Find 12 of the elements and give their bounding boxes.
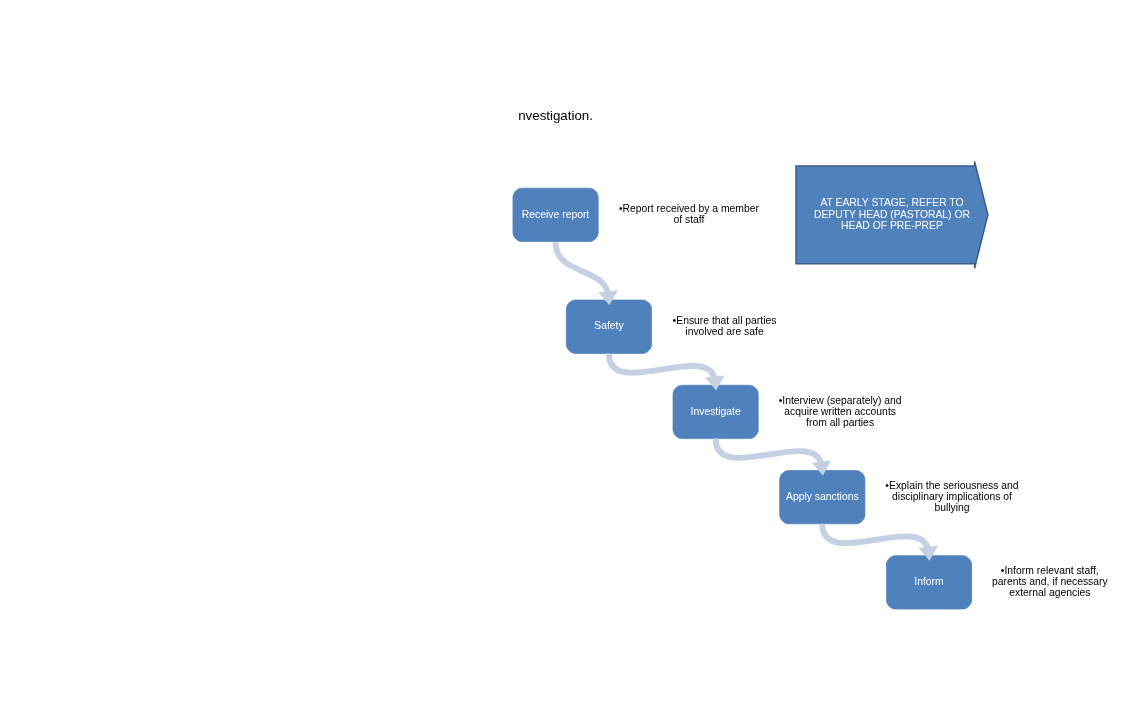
arrow (552, 241, 618, 305)
node-box: Receive report (512, 187, 599, 242)
node-label: •Ensure that all parties involved are safe (672, 314, 777, 337)
node-label: •Inform relevant staff, parents and, if necessary external agencies (991, 564, 1108, 598)
node-label: •Report received by a member of staff (618, 202, 759, 225)
node-box: Apply sanctions (779, 469, 866, 524)
node-box: Inform (886, 554, 972, 609)
node-box: Safety (565, 299, 652, 354)
node-label: •Interview (separately) and acquire written accounts from all parties (778, 394, 902, 428)
label: nvestigation. (518, 107, 593, 123)
node-label: •Explain the seriousness and disciplinary implications of bullying (885, 479, 1019, 513)
node-box: Investigate (672, 384, 759, 439)
